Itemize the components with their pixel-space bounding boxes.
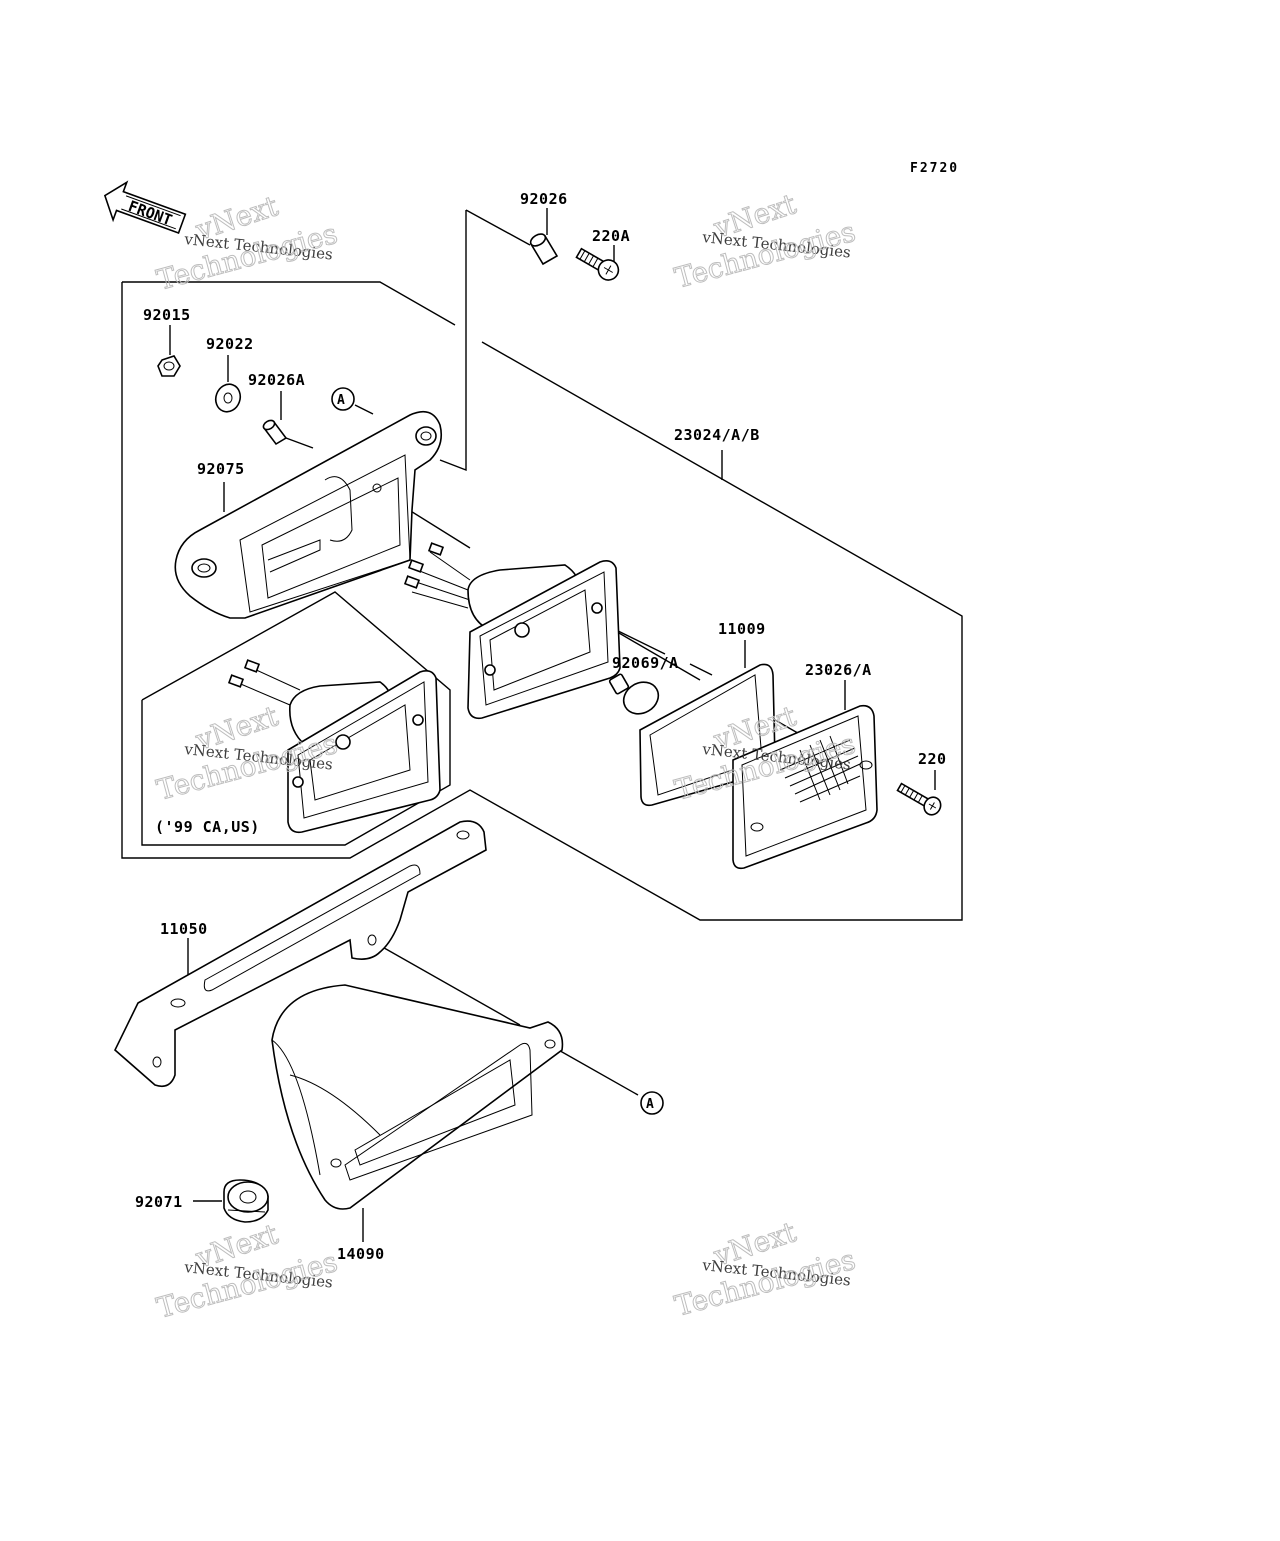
part-92026A-collar: [262, 419, 288, 446]
part-92069-bulb: [608, 673, 660, 715]
label-92026: 92026: [520, 190, 568, 208]
label-92069: 92069/A: [612, 654, 679, 672]
part-92022-washer: [214, 383, 242, 413]
label-11009: 11009: [718, 620, 766, 638]
watermark-5: vNext vNext Technologies Technologies: [153, 1217, 342, 1326]
label-92015: 92015: [143, 306, 191, 324]
figure-code: F2720: [910, 161, 959, 176]
assembly-frame: [121, 209, 963, 921]
label-220A: 220A: [592, 227, 630, 245]
part-lamp-socket-variant: [227, 659, 441, 834]
label-220: 220: [918, 750, 947, 768]
watermark-2: vNext vNext Technologies Technologies: [671, 187, 860, 296]
label-92022: 92022: [206, 335, 254, 353]
svg-text:A: A: [646, 1097, 654, 1112]
variant-note: ('99 CA,US): [155, 818, 260, 836]
front-arrow-icon: FRONT: [103, 180, 187, 235]
watermark-6: vNext vNext Technologies Technologies: [671, 1215, 860, 1324]
watermark-1: vNext vNext Technologies Technologies: [153, 189, 342, 298]
label-92075: 92075: [197, 460, 245, 478]
label-11050: 11050: [160, 920, 208, 938]
part-23026-lens: [732, 704, 878, 870]
label-14090: 14090: [337, 1245, 385, 1263]
reference-marker-a-bottom: A: [640, 1091, 664, 1115]
reference-marker-a-top: A: [331, 387, 355, 411]
label-92026A: 92026A: [248, 371, 305, 389]
label-23024: 23024/A/B: [674, 426, 760, 444]
part-92015-nut: [157, 355, 181, 377]
part-labels: 92026 220A 92015 92022 92026A 23024/A/B …: [135, 190, 947, 1263]
part-14090-housing: [271, 984, 564, 1210]
part-220A-screw: [575, 247, 620, 281]
label-23026: 23026/A: [805, 661, 872, 679]
part-220-screw: [896, 782, 942, 816]
label-92071: 92071: [135, 1193, 183, 1211]
part-92075-lamp-case: [174, 410, 443, 619]
part-92071-grommet: [223, 1179, 269, 1223]
variant-inset-frame: [141, 591, 451, 846]
part-92026-collar: [529, 233, 559, 266]
svg-text:A: A: [337, 393, 345, 408]
part-lamp-socket-main: [403, 542, 621, 720]
part-11050-bracket: [114, 820, 487, 1088]
